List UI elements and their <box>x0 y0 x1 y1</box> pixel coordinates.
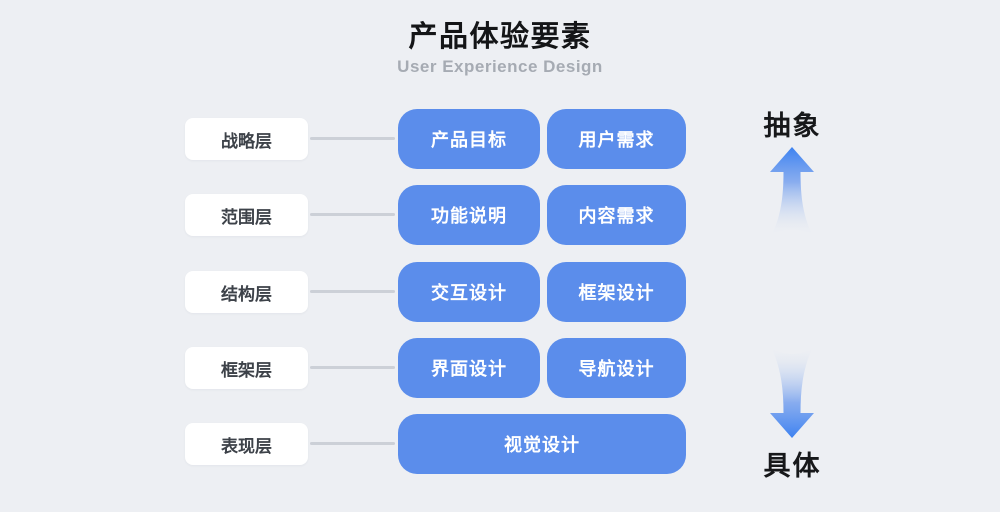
connector-line <box>310 366 395 369</box>
item-card: 用户需求 <box>547 109 686 169</box>
item-card: 视觉设计 <box>398 414 686 474</box>
layer-label: 表现层 <box>185 423 308 465</box>
axis-label-abstract: 抽象 <box>763 111 822 141</box>
item-card: 界面设计 <box>398 338 540 398</box>
item-card: 内容需求 <box>547 185 686 245</box>
down-arrow-icon <box>770 349 814 438</box>
connector-line <box>310 213 395 216</box>
connector-line <box>310 442 395 445</box>
connector-line <box>310 137 395 140</box>
connector-line <box>310 290 395 293</box>
layer-label: 框架层 <box>185 347 308 389</box>
layer-label: 战略层 <box>185 118 308 160</box>
page-title: 产品体验要素 <box>408 21 592 53</box>
layer-row-surface: 表现层 视觉设计 <box>185 414 686 474</box>
layer-row-strategy: 战略层 产品目标 用户需求 <box>185 109 686 169</box>
layer-label: 范围层 <box>185 194 308 236</box>
item-card: 导航设计 <box>547 338 686 398</box>
up-arrow-icon <box>770 147 814 234</box>
item-card: 框架设计 <box>547 262 686 322</box>
diagram-header: 产品体验要素 User Experience Design <box>0 20 1000 77</box>
layer-label: 结构层 <box>185 271 308 313</box>
page-subtitle: User Experience Design <box>397 57 603 76</box>
item-card: 功能说明 <box>398 185 540 245</box>
item-card: 产品目标 <box>398 109 540 169</box>
layer-row-skeleton: 框架层 界面设计 导航设计 <box>185 338 686 398</box>
axis-label-concrete: 具体 <box>763 451 822 481</box>
layer-row-structure: 结构层 交互设计 框架设计 <box>185 262 686 322</box>
item-card: 交互设计 <box>398 262 540 322</box>
layer-row-scope: 范围层 功能说明 内容需求 <box>185 185 686 245</box>
